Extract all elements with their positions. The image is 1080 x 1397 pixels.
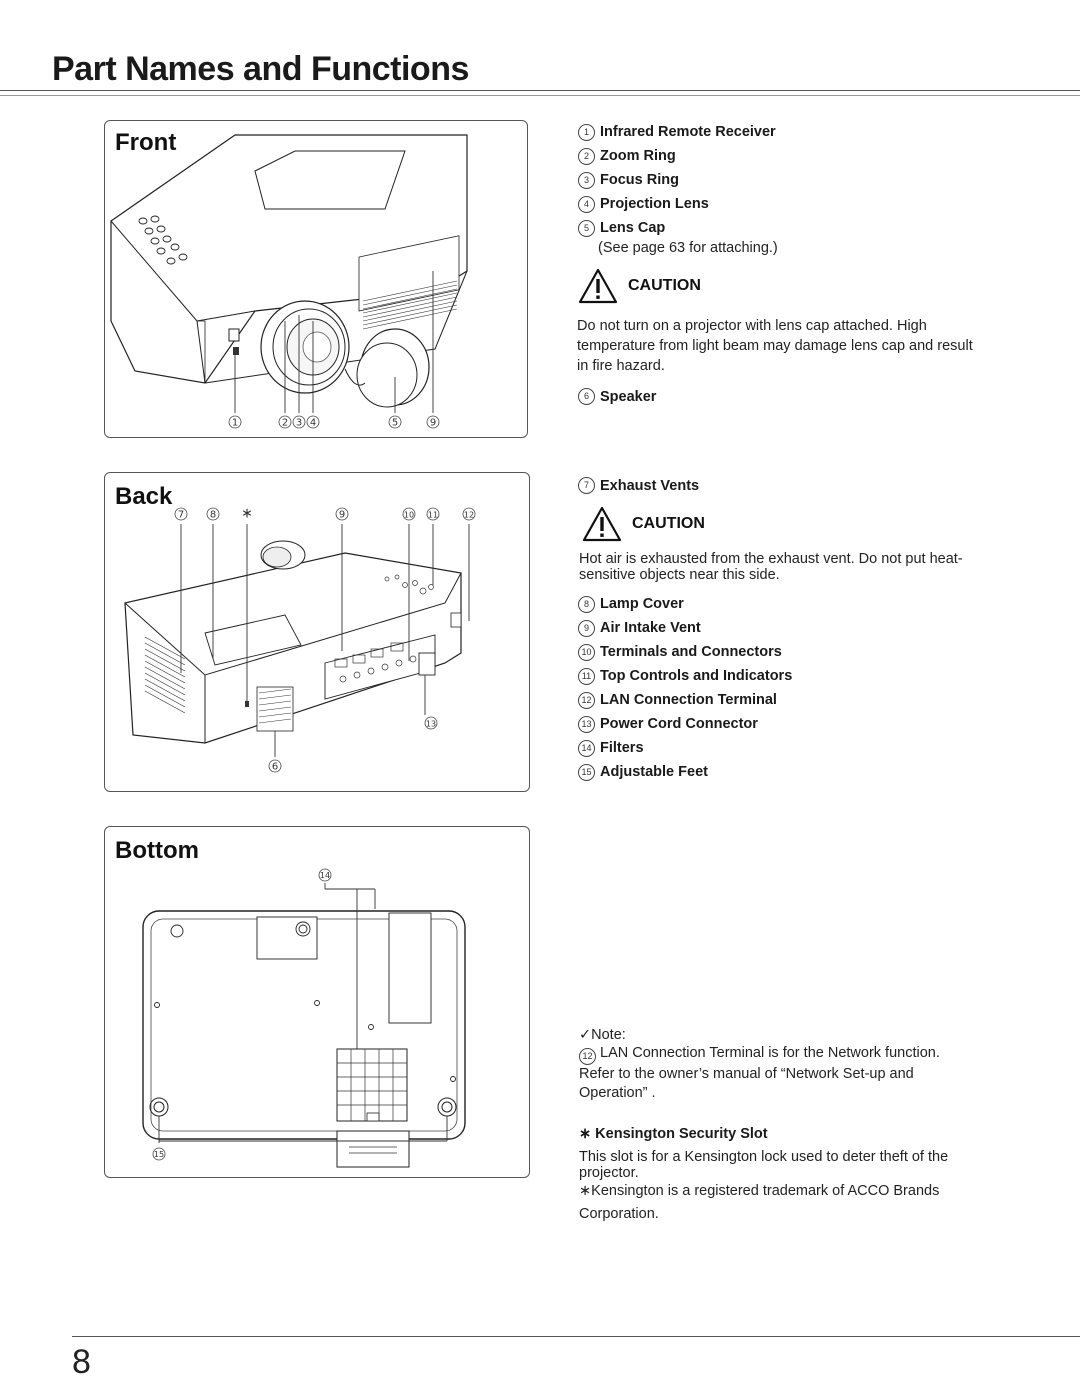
list-item: 8 Lamp Cover [578,592,998,616]
front-callout: 4 [310,418,316,429]
note-heading: ✓Note: [579,1027,626,1043]
list-item: 2 Zoom Ring [578,144,998,168]
item-label: Terminals and Connectors [600,644,782,660]
bottom-projector-illustration: 14 15 [142,868,466,1168]
front-projector-illustration: 1 2 3 4 5 9 [110,134,468,429]
back-callout: ∗ [241,506,253,522]
item-label: Lamp Cover [600,596,684,612]
item-number: 8 [578,595,595,613]
front-callout: 1 [232,418,238,429]
item-number: 13 [578,715,595,733]
title-rule-secondary [0,95,1080,96]
bottom-callout: 15 [154,1150,164,1159]
front-panel: Front [104,120,528,438]
bottom-panel: Bottom [104,826,530,1178]
parts-list-1: 1 Infrared Remote Receiver 2 Zoom Ring 3 Fo… [578,120,998,240]
caution-heading: CAUTION [632,515,705,532]
note-body: 12 LAN Connection Terminal is for the Ne… [579,1044,979,1103]
item-number: 12 [578,691,595,709]
item-label: LAN Connection Terminal [600,692,777,708]
front-callout: 3 [296,418,302,429]
item-label: Power Cord Connector [600,716,758,732]
item-number: 5 [578,219,595,237]
item-label: Speaker [600,388,657,405]
lens-cap-note: (See page 63 for attaching.) [598,240,778,256]
item-number: 9 [578,619,595,637]
back-panel: Back [104,472,530,792]
list-item: 14 Filters [578,736,998,760]
front-callout: 9 [430,418,436,429]
list-item: 12 LAN Connection Terminal [578,688,998,712]
page-number: 8 [72,1343,91,1381]
item-label: Zoom Ring [600,148,676,164]
note-number: 12 [579,1048,596,1065]
item-label: Top Controls and Indicators [600,668,793,684]
list-item: 10 Terminals and Connectors [578,640,998,664]
back-projector-illustration: 7 8 ∗ 9 10 11 12 13 6 [124,506,476,773]
back-callout: 7 [178,510,184,521]
item-label: Infrared Remote Receiver [600,124,776,140]
item-label: Focus Ring [600,172,679,188]
list-item: 5 Lens Cap [578,216,998,240]
item-number: 7 [578,477,595,494]
back-callout: 9 [339,510,345,521]
item-label: Adjustable Feet [600,764,708,780]
back-callout: 8 [210,510,216,521]
list-item: 13 Power Cord Connector [578,712,998,736]
item-number: 2 [578,147,595,165]
item-number: 10 [578,643,595,661]
front-panel-title: Front [115,129,177,156]
exhaust-item: 7 Exhaust Vents [578,477,699,494]
item-number: 4 [578,195,595,213]
item-number: 11 [578,667,595,685]
caution-2: CAUTION [582,506,705,542]
front-callout: 2 [282,418,288,429]
item-label: Air Intake Vent [600,620,701,636]
bottom-callout: 14 [320,871,330,880]
parts-list-2: 8 Lamp Cover 9 Air Intake Vent 10 Terminals… [578,592,998,784]
caution-1: CAUTION [578,268,701,304]
item-number: 1 [578,123,595,141]
front-callout: 5 [392,418,398,429]
item-number: 15 [578,763,595,781]
kensington-text: This slot is for a Kensington lock used … [579,1149,949,1181]
footer-rule [72,1336,1080,1337]
item-number: 3 [578,171,595,189]
speaker-item: 6 Speaker [578,388,656,405]
list-item: 11 Top Controls and Indicators [578,664,998,688]
page-title: Part Names and Functions [52,50,469,88]
back-callout: 13 [426,720,436,729]
item-label: Projection Lens [600,196,709,212]
item-label: Exhaust Vents [600,477,700,494]
back-callout: 11 [428,511,438,520]
item-label: Lens Cap [600,220,666,236]
caution-heading: CAUTION [628,277,701,294]
warning-icon [578,268,618,304]
warning-icon [582,506,622,542]
list-item: 4 Projection Lens [578,192,998,216]
item-label: Filters [600,740,644,756]
caution-1-text: Do not turn on a projector with lens cap… [577,318,973,374]
list-item: 15 Adjustable Feet [578,760,998,784]
back-callout: 12 [464,511,474,520]
back-callout: 6 [272,762,278,773]
list-item: 3 Focus Ring [578,168,998,192]
kensington-trademark: ∗Kensington is a registered trademark of… [579,1183,940,1222]
kensington-heading: ∗ Kensington Security Slot [579,1126,768,1142]
title-rule [0,90,1080,91]
list-item: 9 Air Intake Vent [578,616,998,640]
item-number: 6 [578,388,595,405]
item-number: 14 [578,739,595,757]
back-callout: 10 [404,511,414,520]
bottom-panel-title: Bottom [115,837,199,864]
list-item: 1 Infrared Remote Receiver [578,120,998,144]
back-panel-title: Back [115,483,173,510]
note-text: LAN Connection Terminal is for the Netwo… [579,1045,940,1101]
caution-2-text: Hot air is exhausted from the exhaust ve… [579,551,963,583]
